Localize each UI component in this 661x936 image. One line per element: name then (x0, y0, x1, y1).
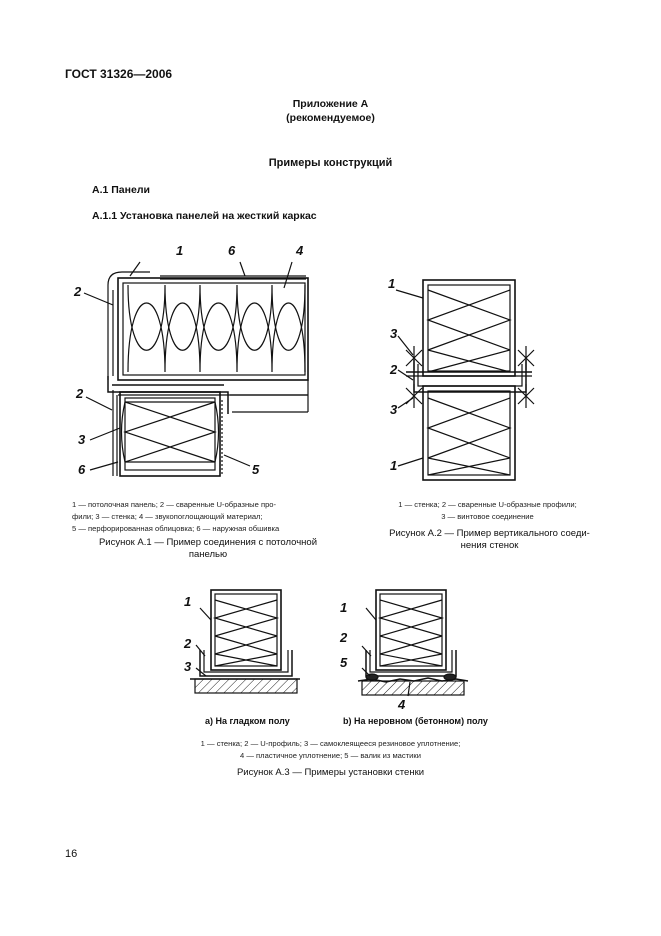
callout-1: 1 (184, 594, 191, 609)
section-title: Примеры конструкций (268, 157, 393, 169)
figure-a3-caption: Рисунок А.3 — Примеры установки стенки (236, 767, 425, 778)
figure-a3b-callouts: 1 2 5 4 (339, 600, 406, 712)
callout-2: 2 (183, 636, 192, 651)
callout-4: 4 (397, 697, 406, 712)
label-a: а) На гладком полу (205, 716, 290, 726)
callout-2b: 2 (75, 386, 84, 401)
legend-line: 1 — стенка; 2 — сваренные U-образные про… (398, 500, 577, 509)
callout-3b: 3 (390, 402, 398, 417)
document-header: ГОСТ 31326—2006 (65, 67, 173, 81)
callout-6b: 6 (78, 462, 86, 477)
figure-a3b-drawing (357, 589, 469, 697)
appendix-title: Приложение А (292, 98, 369, 110)
figure-a2-callouts: 1 3 2 3 1 (388, 276, 398, 473)
figure-a1-drawing (83, 261, 309, 477)
callout-3: 3 (78, 432, 86, 447)
callout-4: 4 (295, 243, 304, 258)
figure-a3a-callouts: 1 2 3 (183, 594, 192, 674)
legend-line: 1 — потолочная панель; 2 — сваренные U-о… (72, 500, 277, 509)
callout-1b: 1 (390, 458, 397, 473)
legend-line: 1 — стенка; 2 — U-профиль; 3 — самоклеящ… (200, 739, 461, 748)
figure-a3a-drawing (190, 589, 300, 694)
figure-a2-legend: 1 — стенка; 2 — сваренные U-образные про… (370, 499, 605, 523)
legend-line: 5 — перфорированная облицовка; 6 — наруж… (72, 524, 280, 533)
callout-3: 3 (390, 326, 398, 341)
callout-2: 2 (73, 284, 82, 299)
label-b: b) На неровном (бетонном) полу (343, 716, 488, 726)
callout-1: 1 (176, 243, 183, 258)
figure-a1-caption: Рисунок А.1 — Пример соединения с потоло… (78, 537, 338, 561)
callout-1: 1 (388, 276, 395, 291)
legend-line: 3 — винтовое соединение (441, 512, 534, 521)
callout-2: 2 (339, 630, 348, 645)
legend-line: 4 — пластичное уплотнение; 5 — валик из … (240, 751, 421, 760)
callout-6: 6 (228, 243, 236, 258)
figure-a1-callouts: 1 6 4 2 2 3 6 5 (73, 243, 304, 477)
callout-3: 3 (184, 659, 192, 674)
callout-2: 2 (389, 362, 398, 377)
figure-a1-legend: 1 — потолочная панель; 2 — сваренные U-о… (72, 499, 337, 535)
figure-a3-legend: 1 — стенка; 2 — U-профиль; 3 — самоклеящ… (0, 738, 661, 762)
callout-1: 1 (340, 600, 347, 615)
subsection-a11: А.1.1 Установка панелей на жесткий карка… (92, 210, 317, 222)
caption-line: Рисунок А.1 — Пример соединения с потоло… (98, 537, 318, 548)
callout-5: 5 (252, 462, 260, 477)
caption-line: Рисунок А.2 — Пример вертикального соеди… (389, 528, 590, 539)
caption-line: панелью (188, 549, 228, 560)
figure-a2-drawing (395, 279, 535, 481)
subsection-a1: А.1 Панели (92, 184, 150, 196)
appendix-subtitle: (рекомендуемое) (286, 112, 375, 124)
callout-5: 5 (340, 655, 348, 670)
legend-line: фили; 3 — стенка; 4 — звукопоглощающий м… (72, 512, 263, 521)
figure-a3-sublabels: а) На гладком полу b) На неровном (бетон… (205, 716, 488, 726)
page-number: 16 (65, 848, 78, 860)
figure-a2-caption: Рисунок А.2 — Пример вертикального соеди… (372, 528, 607, 552)
caption-line: нения стенок (460, 540, 519, 551)
